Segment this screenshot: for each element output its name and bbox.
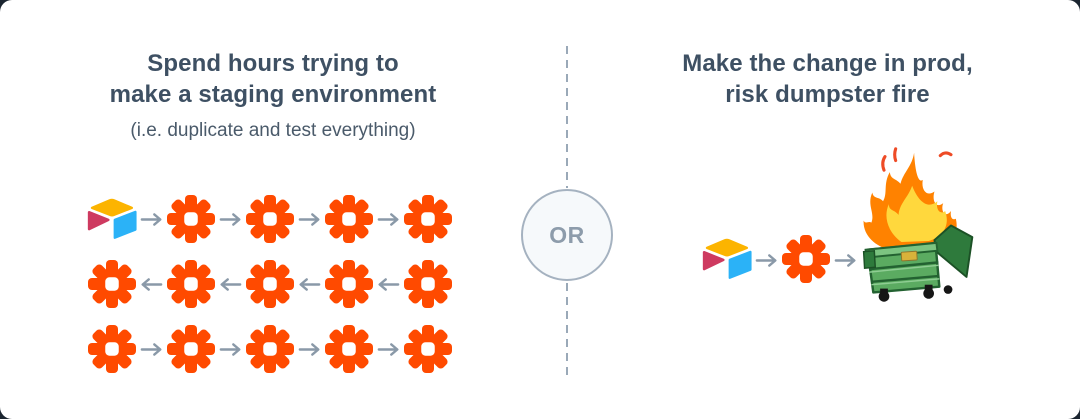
flow-row [85,322,455,376]
or-circle: OR [521,189,613,281]
arrow-right-icon [754,253,779,268]
airtable-icon [85,192,139,246]
divider-dash-bottom [566,283,568,376]
flow-row [85,192,455,246]
staging-title: Spend hours trying to make a staging env… [38,48,508,110]
arrow-right-icon [218,212,243,227]
zapier-icon [322,322,376,376]
zapier-icon [164,192,218,246]
arrow-right-icon [833,253,858,268]
prod-flow [700,143,976,308]
arrow-right-icon [297,342,322,357]
arrow-left-icon [297,277,322,292]
zapier-icon [401,322,455,376]
prod-title-line1: Make the change in prod, [682,50,973,77]
zapier-icon [779,232,833,286]
divider-dash-top [566,46,568,188]
prod-title: Make the change in prod, risk dumpster f… [610,48,1045,110]
zapier-icon [164,257,218,311]
zapier-icon [322,257,376,311]
zapier-icon [243,322,297,376]
zapier-icon [164,322,218,376]
arrow-left-icon [376,277,401,292]
prod-title-line2: risk dumpster fire [725,81,930,108]
zapier-icon [85,257,139,311]
staging-title-line1: Spend hours trying to [147,50,399,77]
arrow-left-icon [218,277,243,292]
airtable-icon [700,232,754,286]
staging-flow-grid [85,192,455,376]
arrow-left-icon [139,277,164,292]
arrow-right-icon [376,212,401,227]
flow-row [85,257,455,311]
zapier-icon [401,257,455,311]
staging-subtitle: (i.e. duplicate and test everything) [130,120,416,141]
dumpster-fire-icon [858,143,976,308]
zapier-icon [322,192,376,246]
zapier-icon [401,192,455,246]
arrow-right-icon [218,342,243,357]
staging-title-line2: make a staging environment [109,81,437,108]
zapier-icon [243,192,297,246]
zapier-icon [243,257,297,311]
arrow-right-icon [139,212,164,227]
arrow-right-icon [297,212,322,227]
or-label: OR [549,221,585,248]
arrow-right-icon [139,342,164,357]
zapier-icon [85,322,139,376]
arrow-right-icon [376,342,401,357]
